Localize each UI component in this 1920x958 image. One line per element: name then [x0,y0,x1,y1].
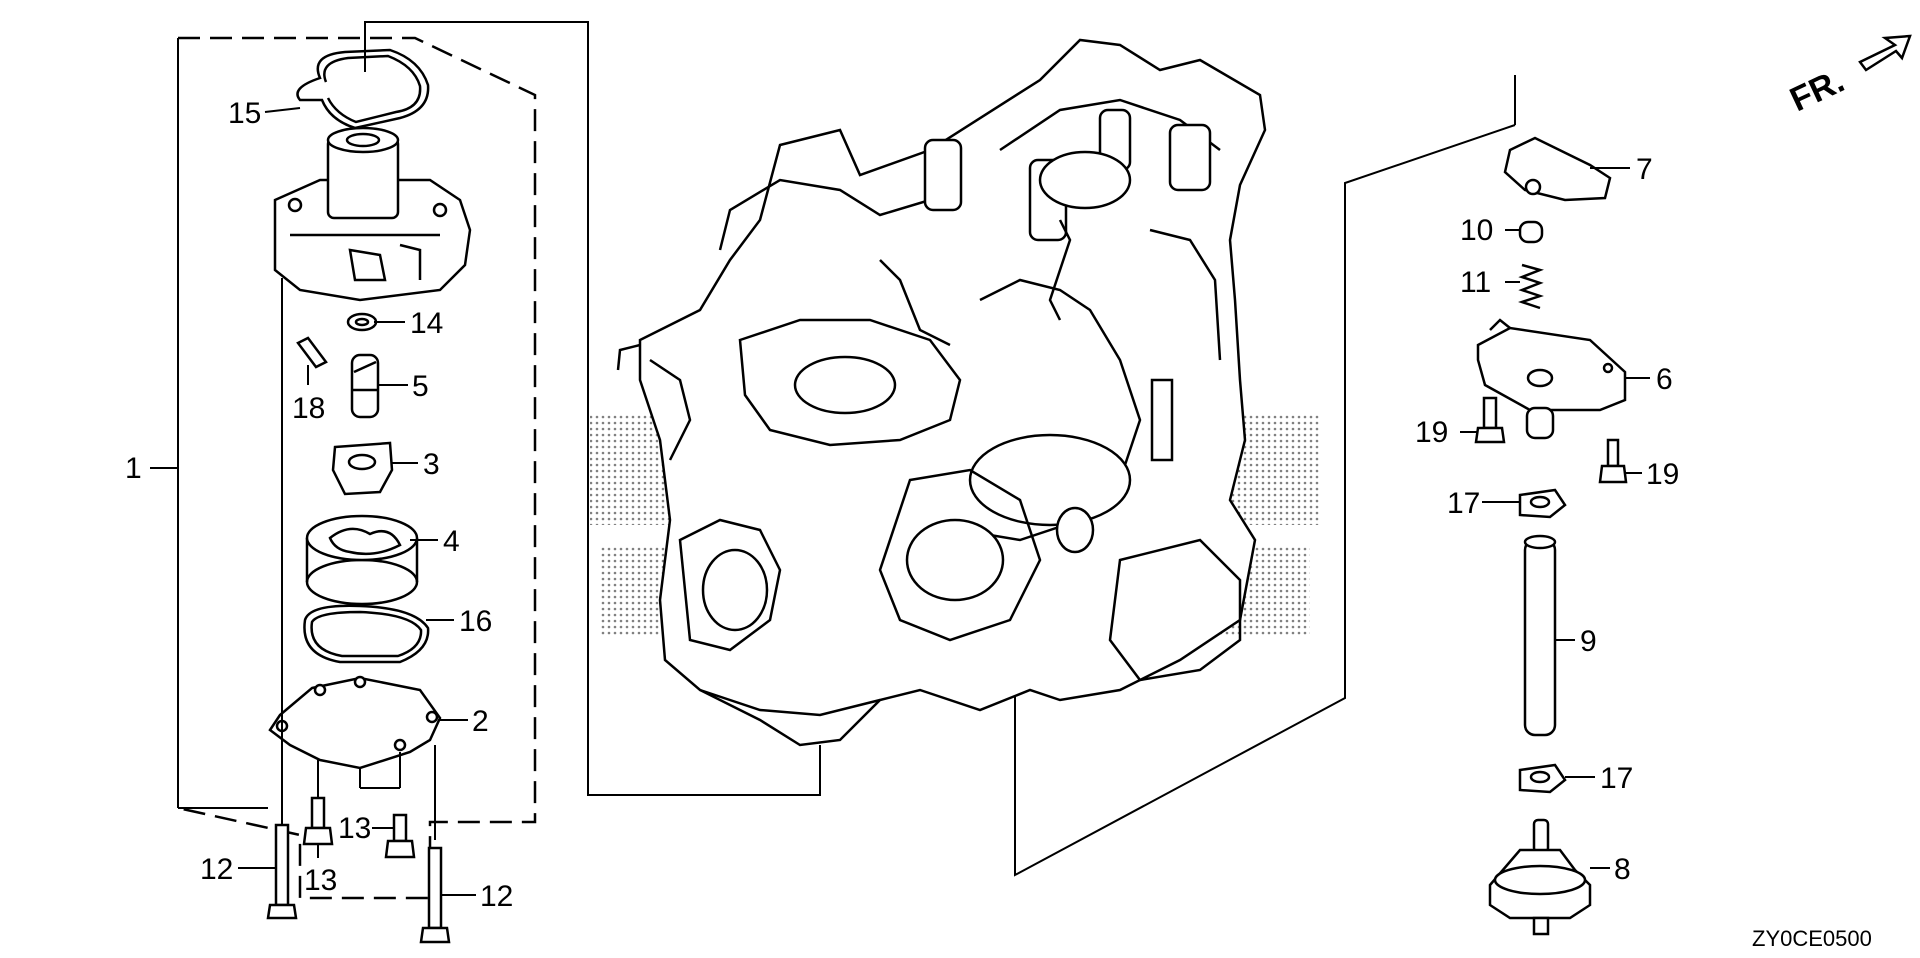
label-17-top: 17 [1447,487,1480,520]
part-17-clamp-bottom [1518,763,1567,794]
label-8: 8 [1614,853,1631,886]
part-8-valve [1488,818,1592,936]
label-11: 11 [1460,266,1491,299]
part-19-bolt-left [1474,396,1506,444]
label-6: 6 [1656,363,1673,396]
diagram-code: ZY0CE0500 [1752,926,1872,951]
label-2: 2 [472,705,489,738]
part-6-thermostat-cover [1476,318,1627,440]
block-bracket [364,21,821,796]
label-4: 4 [443,525,460,558]
part-15-gasket [296,48,430,130]
part-11-spring [1518,263,1544,310]
part-9-hose [1523,534,1557,737]
part-19-bolt-right [1598,438,1628,484]
label-14: 14 [410,307,443,340]
part-13-bolt-right [384,813,416,859]
part-16-oring [303,604,430,664]
label-3: 3 [423,448,440,481]
assembly-bracket-1 [150,36,537,900]
label-5: 5 [412,370,429,403]
part-7-gasket [1503,136,1612,202]
label-leaders [238,107,1650,896]
part-18-pin [296,336,328,369]
part-4-outer-rotor [305,514,419,606]
front-direction-arrow: FR. [1784,34,1912,120]
label-18: 18 [292,392,325,425]
part-pump-housing [273,126,472,302]
part-5-shaft [350,353,380,419]
right-bracket [1014,75,1516,877]
label-10: 10 [1460,214,1493,247]
label-15: 15 [228,97,261,130]
label-12-right: 12 [480,880,513,913]
label-19-left: 19 [1415,416,1448,449]
label-13-right: 13 [338,812,371,845]
part-12-bolt-right [419,846,451,944]
label-19-right: 19 [1646,458,1679,491]
direction-label: FR. [1784,62,1850,120]
part-3-rotor [331,441,394,496]
part-10-cap [1518,220,1544,244]
label-13-left: 13 [304,864,337,897]
label-16: 16 [459,605,492,638]
part-14-washer [346,312,378,332]
part-labels: 15 14 5 18 3 1 4 16 2 13 12 13 12 7 10 1… [125,97,1679,913]
part-2-plate [268,675,442,770]
engine-block [616,38,1267,747]
part-13-bolt-left [302,796,334,846]
label-9: 9 [1580,625,1597,658]
label-7: 7 [1636,153,1653,186]
part-17-clamp-top [1518,488,1567,519]
part-12-bolt-left [266,823,298,920]
label-1: 1 [125,452,142,485]
label-12-left: 12 [200,853,233,886]
label-17-bottom: 17 [1600,762,1633,795]
